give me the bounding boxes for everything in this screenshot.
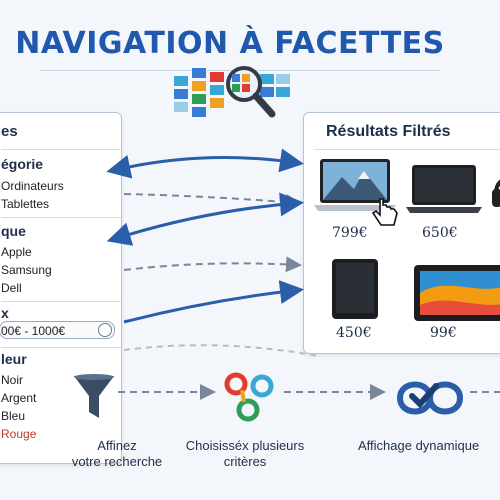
- divider: [1, 301, 121, 302]
- step-label-line: critères: [223, 454, 267, 469]
- dashed-arrow: [123, 256, 302, 273]
- facet-color-head: leur: [1, 351, 27, 367]
- facet-item-tablets[interactable]: Tablettes: [1, 197, 50, 211]
- facet-item-samsung[interactable]: Samsung: [1, 263, 52, 277]
- facet-category-head: égorie: [1, 156, 44, 172]
- results-title: Résultats Filtrés: [326, 123, 451, 140]
- arrow-brand-to-results: [106, 192, 304, 246]
- step-label-line: Affinez: [97, 438, 137, 453]
- dynamic-display-icon: [396, 381, 464, 415]
- step-label-line: votre recherche: [71, 454, 163, 469]
- facet-item-black[interactable]: Noir: [1, 373, 24, 387]
- facet-item-red[interactable]: Rouge: [1, 427, 37, 441]
- facet-search-logo-icon: [174, 66, 290, 118]
- price-range-value: 00€ - 1000€: [1, 324, 66, 338]
- laptop-product-image[interactable]: [312, 157, 398, 219]
- dashed-arrow: [123, 344, 319, 357]
- tablet-product-image[interactable]: [330, 257, 380, 321]
- facet-brand-head: que: [1, 223, 26, 239]
- facet-item-blue[interactable]: Bleu: [1, 409, 26, 423]
- step-refine-label: Affinez votre recherche: [52, 438, 182, 470]
- step-label-line: Choisisséx plusieurs: [185, 438, 305, 453]
- product-price: 650€: [422, 225, 458, 241]
- page-title: NAVIGATION À FACETTES: [15, 26, 445, 61]
- step-choose-label: Choisisséx plusieurs critères: [170, 438, 320, 470]
- divider: [1, 149, 121, 150]
- product-price: 99€: [430, 325, 457, 341]
- laptop-product-image[interactable]: [404, 163, 484, 219]
- divider: [1, 347, 121, 348]
- results-panel: Résultats Filtrés 799€ 650€ 450€ 99€: [303, 112, 500, 354]
- price-range-slider[interactable]: [0, 321, 115, 339]
- step-label-line: Affichage dynamique: [358, 438, 480, 453]
- facet-price-head: x: [1, 305, 9, 321]
- facet-item-silver[interactable]: Argent: [1, 391, 37, 405]
- divider: [1, 217, 121, 218]
- arrow-price-to-results: [123, 280, 304, 324]
- dashed-arrow: [123, 193, 302, 211]
- headphones-product-image[interactable]: [490, 165, 500, 215]
- product-price: 799€: [332, 225, 368, 241]
- hand-cursor-icon: [371, 198, 398, 226]
- tablet-product-image[interactable]: [412, 263, 500, 323]
- arrow-category-to-results: [106, 148, 304, 179]
- product-price: 450€: [336, 325, 372, 341]
- connected-criteria-icon: [224, 372, 274, 422]
- step-dynamic-label: Affichage dynamique: [358, 438, 500, 454]
- facet-item-apple[interactable]: Apple: [1, 245, 32, 259]
- divider: [314, 149, 500, 150]
- facets-header: es: [1, 123, 18, 140]
- funnel-icon: [74, 374, 114, 418]
- slider-handle[interactable]: [98, 323, 112, 337]
- facets-panel: es égorie Ordinateurs Tablettes que Appl…: [0, 112, 122, 464]
- facet-item-computers[interactable]: Ordinateurs: [1, 179, 64, 193]
- facet-item-dell[interactable]: Dell: [1, 281, 22, 295]
